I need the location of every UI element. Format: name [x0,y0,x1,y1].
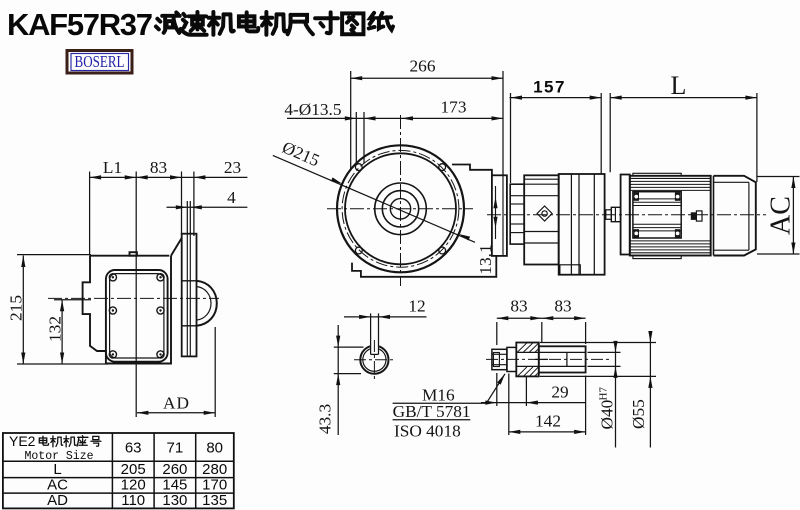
svg-text:83: 83 [510,297,527,316]
svg-text:170: 170 [202,477,227,494]
svg-text:KAF57R37: KAF57R37 [7,7,153,42]
svg-text:205: 205 [121,461,146,478]
svg-text:83: 83 [554,297,571,316]
svg-text:120: 120 [121,477,146,494]
svg-text:63: 63 [125,440,142,457]
svg-text:12: 12 [408,297,425,316]
svg-text:43.3: 43.3 [316,404,335,434]
svg-text:173: 173 [441,98,467,117]
svg-text:H7: H7 [598,387,610,401]
svg-text:266: 266 [410,57,436,76]
svg-text:M16: M16 [422,386,455,405]
svg-text:4: 4 [227,188,236,207]
svg-text:AD: AD [47,492,68,509]
svg-text:260: 260 [162,461,187,478]
svg-text:13.1: 13.1 [476,244,495,274]
svg-text:GB/T 5781: GB/T 5781 [393,402,471,421]
svg-text:Motor Size: Motor Size [25,450,94,463]
svg-text:ISO 4018: ISO 4018 [394,422,461,441]
svg-text:Ø40: Ø40 [598,400,617,430]
svg-text:23: 23 [224,158,241,177]
svg-text:L: L [53,461,61,478]
svg-text:135: 135 [202,492,227,509]
svg-text:157: 157 [533,78,566,97]
svg-text:L1: L1 [103,158,122,177]
svg-text:132: 132 [45,316,64,342]
svg-text:BOSERL: BOSERL [75,52,125,71]
svg-text:Ø55: Ø55 [629,399,648,429]
svg-text:142: 142 [535,412,561,431]
svg-text:130: 130 [162,492,187,509]
svg-text:4-Ø13.5: 4-Ø13.5 [284,100,341,119]
svg-text:AC: AC [766,196,797,235]
svg-text:80: 80 [206,440,223,457]
svg-text:YE2: YE2 [9,433,36,449]
svg-text:71: 71 [167,440,184,457]
svg-text:110: 110 [121,492,145,509]
svg-text:L: L [671,71,687,100]
svg-text:215: 215 [7,295,26,321]
svg-text:29: 29 [551,383,568,402]
svg-text:AC: AC [47,477,68,494]
svg-text:280: 280 [202,461,227,478]
svg-text:145: 145 [162,477,187,494]
svg-text:AD: AD [163,394,190,413]
svg-text:83: 83 [150,158,167,177]
